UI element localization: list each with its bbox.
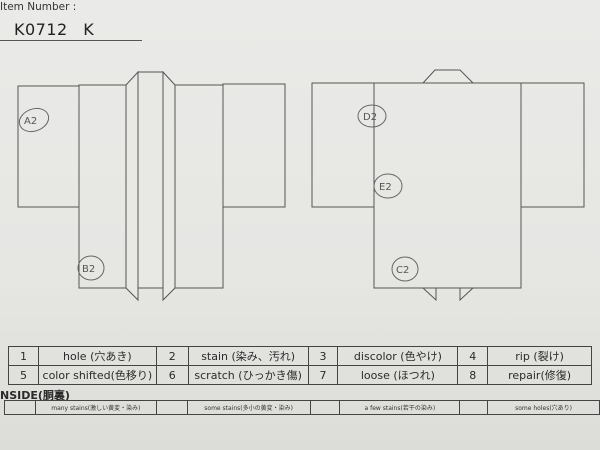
back-body xyxy=(373,82,522,289)
legend-num: 1 xyxy=(8,346,39,366)
inside-checkbox xyxy=(155,400,188,415)
back-right-sleeve xyxy=(520,82,585,208)
mark-circle xyxy=(391,256,419,282)
item-number-label: Item Number : xyxy=(0,1,77,13)
legend-label: repair(修復) xyxy=(487,365,592,385)
front-collar-center xyxy=(137,71,164,289)
legend-label: rip (裂け) xyxy=(487,346,592,366)
front-left-sleeve xyxy=(17,85,80,208)
item-number-underline xyxy=(0,40,142,41)
front-collar-right xyxy=(162,70,176,302)
back-kimono-diagram xyxy=(311,69,585,302)
legend-label: stain (染み、汚れ) xyxy=(187,346,309,366)
mark-circle xyxy=(357,104,387,128)
back-tab-left xyxy=(422,287,437,302)
legend-label: discolor (色やけ) xyxy=(337,346,459,366)
inside-item: some holes(穴あり) xyxy=(487,400,600,415)
kimono-diagrams: A2 B2 D2 E2 C2 xyxy=(17,69,585,302)
legend-num: 3 xyxy=(307,346,339,366)
mark-circle xyxy=(18,107,50,133)
mark-a2: A2 xyxy=(24,116,37,127)
front-kimono-diagram xyxy=(17,70,286,302)
inside-checkbox xyxy=(459,400,489,415)
mark-e2: E2 xyxy=(379,182,392,193)
legend-label: scratch (ひっかき傷) xyxy=(187,365,309,385)
legend-label: loose (ほつれ) xyxy=(337,365,459,385)
legend-num: 7 xyxy=(307,365,339,385)
front-collar-left xyxy=(125,70,139,302)
back-left-sleeve xyxy=(311,82,375,208)
front-right-sleeve xyxy=(222,83,286,208)
inside-lining-table: many stains(激しい黄変・染み) some stains(多小の黄変・… xyxy=(4,400,600,415)
inside-checkbox xyxy=(4,400,36,415)
legend-label: hole (穴あき) xyxy=(37,346,157,366)
mark-c2: C2 xyxy=(396,265,409,276)
legend-num: 8 xyxy=(457,365,489,385)
back-collar xyxy=(421,69,475,84)
item-number: K0712 K xyxy=(14,20,95,39)
legend-label: color shifted(色移り) xyxy=(37,365,157,385)
legend-num: 6 xyxy=(155,365,189,385)
mark-d2: D2 xyxy=(363,112,377,123)
inside-checkbox xyxy=(309,400,341,415)
back-tab-right xyxy=(459,287,474,302)
legend-num: 4 xyxy=(457,346,489,366)
inside-row: many stains(激しい黄変・染み) some stains(多小の黄変・… xyxy=(4,400,600,415)
inside-item: some stains(多小の黄変・染み) xyxy=(186,400,311,415)
mark-b2: B2 xyxy=(82,264,95,275)
handwritten-marks: A2 B2 D2 E2 C2 xyxy=(18,104,419,282)
inside-section-title: NSIDE(胴裏) xyxy=(0,389,70,402)
inside-item: many stains(激しい黄変・染み) xyxy=(34,400,157,415)
legend-num: 2 xyxy=(155,346,189,366)
legend-num: 5 xyxy=(8,365,39,385)
mark-circle xyxy=(373,173,403,199)
inside-item: a few stains(若干の染み) xyxy=(339,400,461,415)
mark-circle xyxy=(77,255,105,281)
